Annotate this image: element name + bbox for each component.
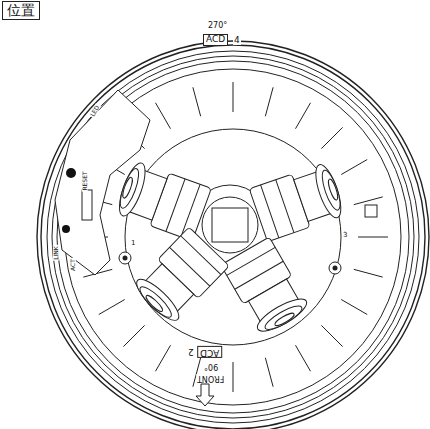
part-label: 3 (342, 232, 348, 239)
drawing-part (227, 247, 275, 275)
drawing-part (311, 162, 346, 221)
node-text: ACD (206, 34, 225, 44)
front-arrow (196, 384, 214, 406)
part-label: LINK (53, 245, 59, 261)
drawing-part (131, 274, 184, 326)
drawing-part (276, 180, 294, 233)
tick-mark (321, 325, 342, 346)
drawing-part (123, 256, 128, 261)
camera-module (131, 227, 229, 326)
marker (365, 205, 377, 217)
drawing-part (114, 160, 346, 337)
part-label: FRONT (196, 374, 225, 382)
acd-box: ACD (203, 34, 228, 46)
tick-mark (341, 300, 367, 315)
housing-ring (52, 56, 414, 418)
tick-mark (233, 82, 234, 112)
tick-mark (233, 362, 234, 392)
drawing-part (273, 311, 295, 327)
tick-mark (123, 325, 144, 346)
tick-mark (358, 237, 388, 238)
drawing-part (262, 302, 304, 333)
tick-mark (296, 103, 311, 129)
heading-box: 位置 (2, 1, 40, 20)
housing-ring (37, 41, 429, 429)
part-label: ACT (70, 258, 76, 272)
tick-mark (265, 358, 273, 387)
tick-mark (265, 87, 273, 116)
pcb-board (55, 90, 150, 275)
drawing-part (319, 168, 344, 212)
drawing-part (144, 294, 164, 314)
drawing-part (202, 197, 258, 253)
housing-ring (41, 45, 425, 429)
tick-mark (156, 103, 171, 129)
tick-mark (321, 127, 342, 148)
tick-mark (99, 300, 125, 315)
inner-ring (125, 129, 341, 345)
drawing-part (327, 178, 340, 201)
drawing-part (333, 266, 338, 271)
reset-button (66, 168, 76, 178)
tick-mark (296, 345, 311, 371)
tick-mark (156, 345, 171, 371)
drawing-part (119, 252, 131, 264)
drawing-part (329, 262, 341, 274)
drawing-part (114, 160, 150, 219)
housing-ring (47, 51, 419, 423)
part-label: 1 (130, 240, 136, 247)
part-label: 90° (203, 362, 219, 370)
drawing-part (117, 167, 143, 211)
part-label: RESET (82, 170, 88, 191)
drawing-part (37, 41, 429, 429)
part-label: 270° (207, 22, 228, 30)
drawing-part (261, 185, 279, 238)
drawing-part (166, 179, 185, 232)
status-led (62, 225, 70, 233)
hub-block (212, 208, 248, 242)
part-label: 4 (233, 36, 241, 45)
tick-mark (341, 160, 367, 175)
drawing-part (121, 176, 134, 199)
tick-mark (193, 358, 201, 387)
camera-module (114, 160, 211, 241)
connector (82, 190, 92, 220)
camera-module (249, 162, 346, 242)
camera-module (221, 237, 311, 337)
node-text: ACD (200, 348, 219, 358)
part-label: 2 (187, 347, 195, 356)
node-text: 位置 (7, 2, 35, 18)
acd-box: ACD (197, 346, 222, 358)
tick-mark (354, 197, 383, 205)
drawing-part (181, 236, 221, 275)
drawing-part (253, 293, 310, 337)
tick-mark (354, 269, 383, 277)
drawing-part (136, 283, 175, 321)
tick-mark (193, 87, 201, 116)
